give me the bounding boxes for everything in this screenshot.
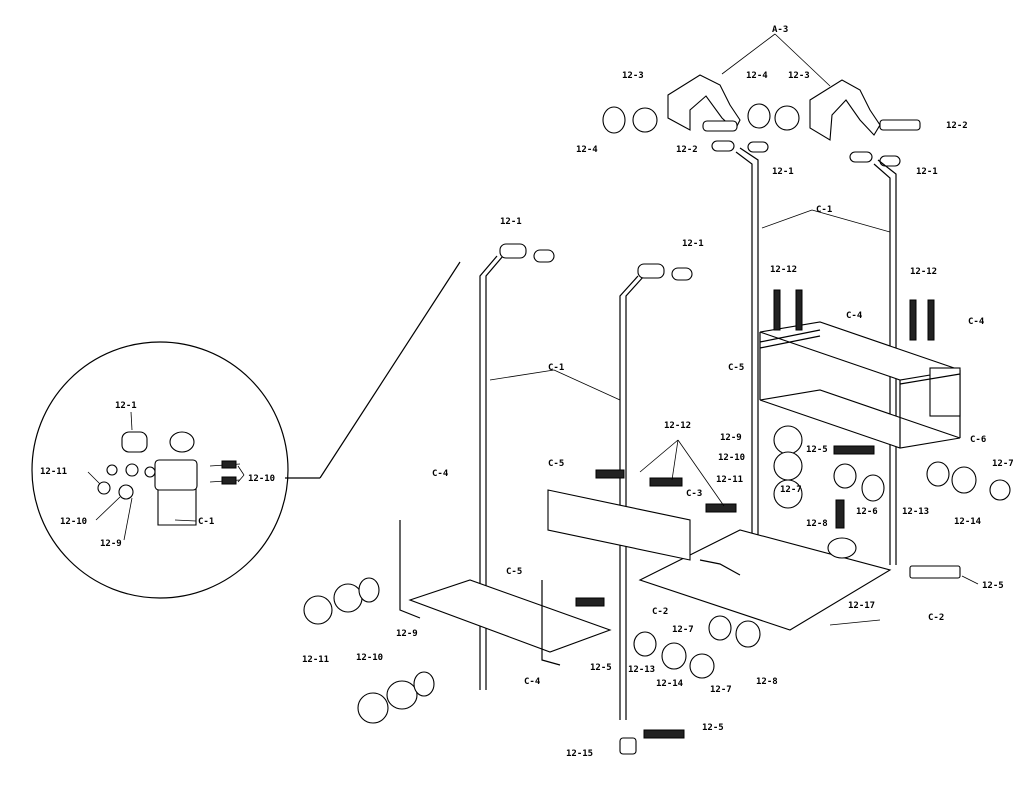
- label-12-9: 12-9: [720, 433, 742, 443]
- label-c5: C-5: [506, 567, 522, 577]
- label-12-13: 12-13: [902, 507, 929, 517]
- label-12-1: 12-1: [682, 239, 704, 249]
- label-12-7: 12-7: [710, 685, 732, 695]
- label-12-7: 12-7: [780, 485, 802, 495]
- label-12-9: 12-9: [100, 539, 122, 549]
- label-c1: C-1: [548, 363, 564, 373]
- label-12-5: 12-5: [806, 445, 828, 455]
- label-12-13: 12-13: [628, 665, 655, 675]
- label-12-8: 12-8: [756, 677, 778, 687]
- detail-circle: [31, 261, 461, 599]
- label-12-2: 12-2: [946, 121, 968, 131]
- small-parts: [303, 289, 1011, 755]
- label-c1: C-1: [816, 205, 832, 215]
- label-12-7: 12-7: [992, 459, 1014, 469]
- label-a3: A-3: [772, 25, 788, 35]
- label-12-6: 12-6: [856, 507, 878, 517]
- label-12-15: 12-15: [566, 749, 593, 759]
- label-12-17: 12-17: [848, 601, 875, 611]
- label-12-14: 12-14: [656, 679, 684, 689]
- label-c4: C-4: [846, 311, 863, 321]
- label-12-5: 12-5: [702, 723, 724, 733]
- tube-frames: [479, 147, 897, 720]
- label-12-9: 12-9: [396, 629, 418, 639]
- label-12-5: 12-5: [982, 581, 1004, 591]
- label-12-14: 12-14: [954, 517, 982, 527]
- label-c2: C-2: [652, 607, 668, 617]
- label-12-7: 12-7: [672, 625, 694, 635]
- leader-lines: [489, 209, 979, 626]
- base-platform: [399, 489, 892, 666]
- label-12-11: 12-11: [302, 655, 329, 665]
- label-12-3: 12-3: [788, 71, 810, 81]
- label-12-1: 12-1: [916, 167, 938, 177]
- label-12-5: 12-5: [590, 663, 612, 673]
- label-12-12: 12-12: [664, 421, 691, 431]
- rear-frame: [759, 321, 961, 449]
- label-12-1: 12-1: [500, 217, 522, 227]
- label-12-1: 12-1: [115, 401, 137, 411]
- label-c4: C-4: [968, 317, 985, 327]
- label-12-4: 12-4: [746, 71, 768, 81]
- label-c3: C-3: [686, 489, 702, 499]
- label-c1: C-1: [198, 517, 214, 527]
- label-12-10: 12-10: [718, 453, 745, 463]
- label-12-12: 12-12: [910, 267, 937, 277]
- label-12-3: 12-3: [622, 71, 644, 81]
- label-c5: C-5: [548, 459, 564, 469]
- label-12-1: 12-1: [772, 167, 794, 177]
- top-hinge-assemblies: [602, 33, 921, 167]
- label-c5: C-5: [728, 363, 744, 373]
- label-12-11: 12-11: [716, 475, 743, 485]
- label-c2: C-2: [928, 613, 944, 623]
- label-12-10: 12-10: [248, 474, 275, 484]
- label-12-10: 12-10: [60, 517, 87, 527]
- label-12-4: 12-4: [576, 145, 598, 155]
- label-c4: C-4: [432, 469, 449, 479]
- label-12-12: 12-12: [770, 265, 797, 275]
- label-c6: C-6: [970, 435, 986, 445]
- label-12-11: 12-11: [40, 467, 67, 477]
- label-12-8: 12-8: [806, 519, 828, 529]
- part-labels: A-3 12-3 12-4 12-4 12-3 12-2 12-2 12-1 1…: [40, 25, 1014, 759]
- label-12-10: 12-10: [356, 653, 383, 663]
- label-12-2: 12-2: [676, 145, 698, 155]
- label-c4: C-4: [524, 677, 541, 687]
